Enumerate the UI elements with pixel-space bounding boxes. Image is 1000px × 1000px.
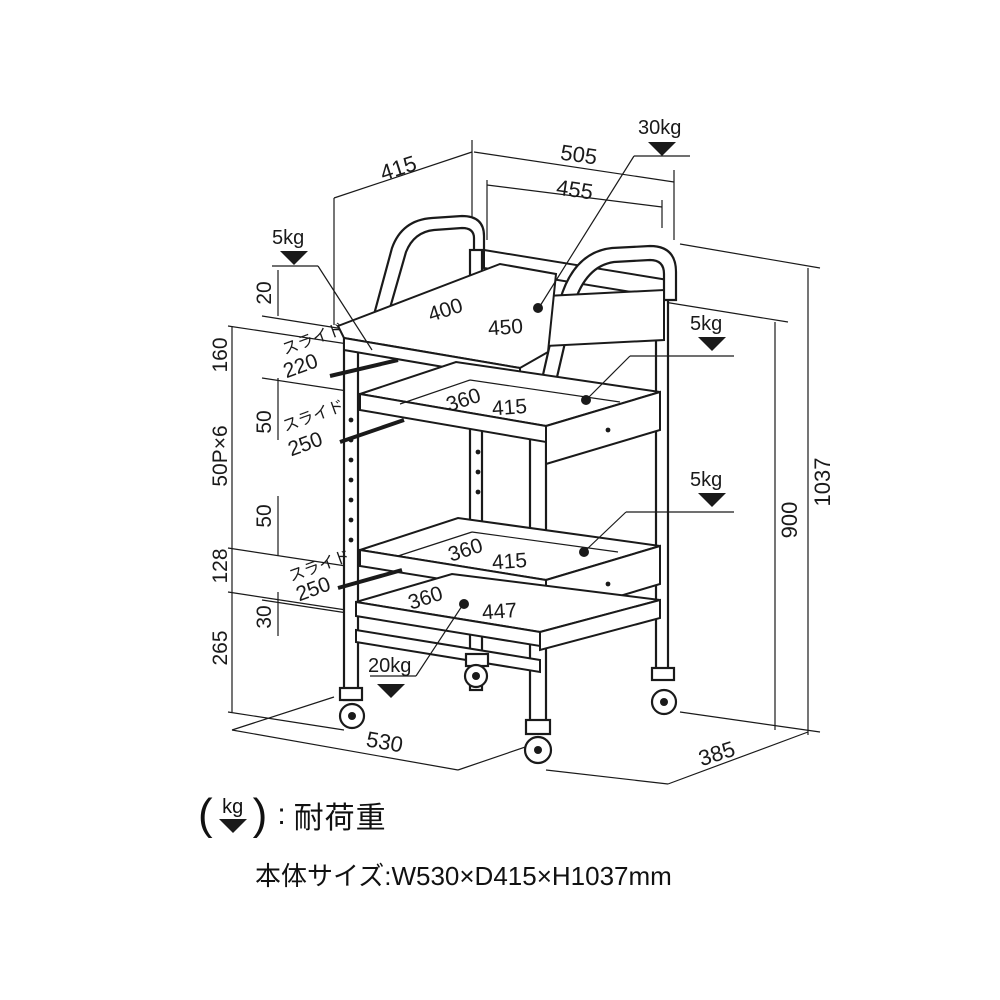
caster-back-right [650,666,678,716]
load-top-label: 30kg [638,117,681,139]
height-50b-label: 50 [253,504,276,527]
caster-front-right [523,718,553,765]
base-depth-label: 385 [695,736,738,771]
down-triangle-icon [218,819,247,833]
width-outer-label: 505 [559,140,599,170]
middle-width-label: 415 [491,549,528,574]
load-legend: ( kg ) : 耐荷重 [198,790,387,840]
load-pullout-label: 5kg [272,227,304,249]
height-top-label: 900 [777,502,802,539]
pullout-width-label: 450 [487,315,524,340]
caster-back-left [463,652,490,689]
height-total-label: 1037 [810,458,835,507]
legend-label: 耐荷重 [293,802,387,835]
legend-close-paren: ) [252,790,268,839]
product-size-spec: 本体サイズ:W530×D415×H1037mm [255,861,672,891]
load-markers [280,142,726,698]
load-middle-label: 5kg [690,469,722,491]
upper-width-label: 415 [491,395,528,420]
height-20-label: 20 [253,281,276,304]
legend-open-paren: ( [198,790,213,839]
bottom-width-label: 447 [481,599,518,624]
depth-top-label: 415 [377,150,420,185]
legend-unit: kg [222,796,244,818]
height-30-label: 30 [253,605,276,628]
base-width-label: 530 [364,726,405,757]
legend-colon: : [277,798,286,831]
load-upper-label: 5kg [690,313,722,335]
height-265-label: 265 [209,630,232,665]
height-50a-label: 50 [253,410,276,433]
legend-kg-marker: kg [218,796,247,833]
dimension-lines [227,140,821,785]
load-bottom-label: 20kg [368,655,411,677]
caster-front-left [338,686,366,730]
width-inner-label: 455 [555,175,595,205]
pitch-label: 50P×6 [209,425,232,486]
height-128-label: 128 [209,548,232,583]
load-leaders [272,155,734,677]
height-160-label: 160 [209,337,232,372]
cart-frame [329,214,678,765]
